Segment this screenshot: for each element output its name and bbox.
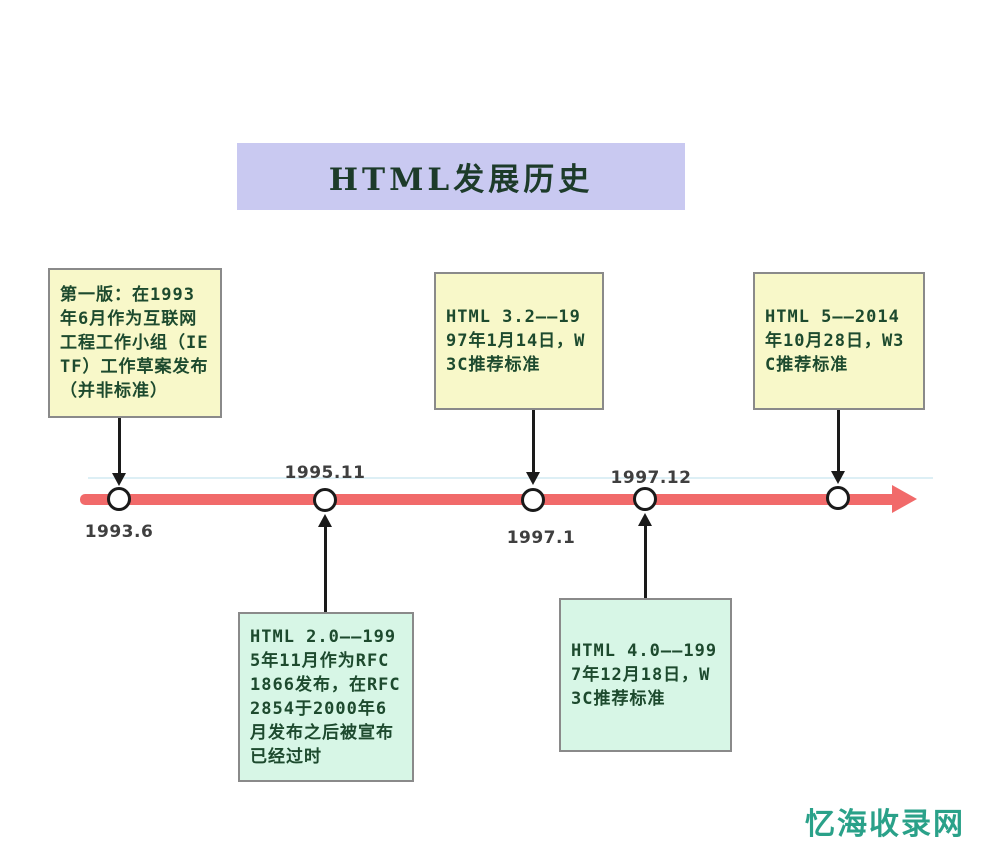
arrowhead-down-icon xyxy=(526,472,540,485)
connector-line-html-2-0 xyxy=(324,527,327,612)
timeline-node-1997-1 xyxy=(521,488,545,512)
connector-line-html-5 xyxy=(837,410,840,471)
date-label-1997-1: 1997.1 xyxy=(506,528,576,548)
arrowhead-down-icon xyxy=(112,473,126,486)
event-box-html-4-0: HTML 4.0——1997年12月18日，W3C推荐标准 xyxy=(559,598,732,752)
date-label-1993-6: 1993.6 xyxy=(84,522,154,542)
event-box-html-5: HTML 5——2014年10月28日，W3C推荐标准 xyxy=(753,272,925,410)
event-box-html-3-2: HTML 3.2——1997年1月14日，W3C推荐标准 xyxy=(434,272,604,410)
arrowhead-down-icon xyxy=(831,471,845,484)
event-text: HTML 5——2014年10月28日，W3C推荐标准 xyxy=(765,307,905,375)
timeline-axis xyxy=(80,494,895,505)
event-box-html-first-draft: 第一版：在1993年6月作为互联网工程工作小组（IETF）工作草案发布（并非标准… xyxy=(48,268,222,418)
watermark: 忆海收录网 xyxy=(805,807,965,841)
timeline-node-2014 xyxy=(826,486,850,510)
timeline-node-1997-12 xyxy=(633,487,657,511)
event-text: HTML 4.0——1997年12月18日，W3C推荐标准 xyxy=(571,641,718,709)
title-banner: HTML发展历史 xyxy=(237,143,685,210)
guide-line xyxy=(88,477,933,479)
event-text: 第一版：在1993年6月作为互联网工程工作小组（IETF）工作草案发布（并非标准… xyxy=(60,285,209,401)
timeline-arrowhead-icon xyxy=(892,485,917,513)
date-label-1997-12: 1997.12 xyxy=(610,468,692,488)
arrowhead-up-icon xyxy=(318,514,332,527)
date-label-1995-11: 1995.11 xyxy=(284,463,366,483)
event-box-html-2-0: HTML 2.0——1995年11月作为RFC 1866发布，在RFC 2854… xyxy=(238,612,414,782)
connector-line-html-4-0 xyxy=(644,526,647,598)
connector-line-html-3-2 xyxy=(532,410,535,472)
event-text: HTML 2.0——1995年11月作为RFC 1866发布，在RFC 2854… xyxy=(250,627,401,767)
page-title: HTML发展历史 xyxy=(328,162,594,198)
timeline-node-1995-11 xyxy=(313,488,337,512)
event-text: HTML 3.2——1997年1月14日，W3C推荐标准 xyxy=(446,307,586,375)
arrowhead-up-icon xyxy=(638,513,652,526)
connector-line-first-draft xyxy=(118,418,121,473)
timeline-node-1993-6 xyxy=(107,487,131,511)
